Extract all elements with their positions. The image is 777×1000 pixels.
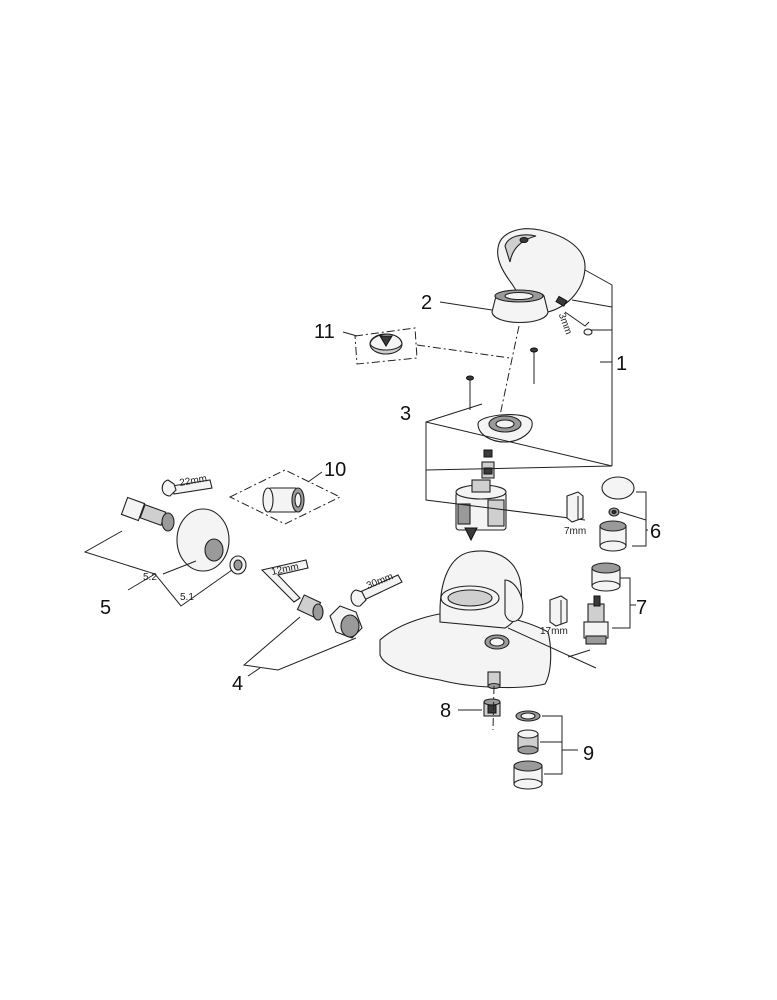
leader-1 xyxy=(584,269,613,466)
leader-10 xyxy=(307,471,323,483)
washer-5-1 xyxy=(229,555,247,575)
fixing-flange xyxy=(477,414,533,443)
cover-cap xyxy=(601,476,635,500)
hex-key-3mm-icon xyxy=(564,311,590,327)
centerline-spout xyxy=(492,685,495,731)
leader-6-screw xyxy=(619,511,647,521)
connector-box xyxy=(228,469,342,525)
spout-insert xyxy=(483,698,501,717)
aerator-insert xyxy=(517,729,539,755)
leader-11 xyxy=(342,331,358,337)
leader-3-screw xyxy=(437,403,483,419)
socket-7mm-icon xyxy=(566,491,584,523)
grub-screw xyxy=(555,295,568,307)
leader-4-link xyxy=(247,667,261,677)
diverter-cap xyxy=(591,562,621,592)
aerator-washer xyxy=(515,710,541,722)
callout-3: 3 xyxy=(400,403,411,425)
leader-6 xyxy=(632,491,647,547)
callout-5-1: 5.1 xyxy=(180,592,194,603)
callout-8: 8 xyxy=(440,700,451,722)
leader-7 xyxy=(612,577,631,629)
callout-6: 6 xyxy=(650,521,661,543)
cap-screw xyxy=(608,507,620,517)
centerline-upper xyxy=(498,325,520,421)
hex-key-size-label: 3mm xyxy=(556,312,574,337)
leader-3-frame xyxy=(425,417,586,521)
s-union xyxy=(120,496,175,532)
cartridge xyxy=(455,479,507,542)
escutcheon xyxy=(176,508,230,572)
callout-2: 2 xyxy=(421,292,432,314)
union-connector xyxy=(296,594,324,621)
hex-key-12mm-label: 12mm xyxy=(270,561,299,578)
callout-5-2: 5.2 xyxy=(143,572,157,583)
callout-5: 5 xyxy=(100,597,111,619)
spindle-adapter xyxy=(481,449,495,479)
leader-7-body xyxy=(507,627,597,669)
socket-17mm-label: 17mm xyxy=(540,626,568,637)
fixing-screws xyxy=(466,347,538,410)
spanner-30mm-icon xyxy=(350,574,403,607)
diverter-cartridge xyxy=(583,595,609,645)
spanner-22mm-icon xyxy=(161,479,213,497)
leader-5-link xyxy=(127,573,156,591)
callout-7: 7 xyxy=(636,597,647,619)
callout-9: 9 xyxy=(583,743,594,765)
leader-9 xyxy=(542,715,563,775)
leader-4 xyxy=(242,616,357,671)
mixer-body xyxy=(379,550,552,690)
spanner-22mm-label: 22mm xyxy=(179,473,208,489)
callout-11: 11 xyxy=(314,321,335,343)
leader-3-mid xyxy=(425,465,613,471)
union-nut xyxy=(329,605,363,639)
leader-7-body-b xyxy=(567,649,591,658)
aerator-housing xyxy=(513,760,543,790)
socket-7mm-label: 7mm xyxy=(564,526,586,537)
leader-2 xyxy=(439,301,493,311)
handle-adapter xyxy=(491,289,549,323)
leader-3-top xyxy=(425,421,613,467)
hex-key-12mm-icon xyxy=(260,559,309,603)
temperature-limiter-box xyxy=(354,327,418,365)
socket-17mm-icon xyxy=(549,595,568,627)
leader-5-2 xyxy=(162,560,197,575)
leader-11-centerline xyxy=(416,344,511,359)
callout-4: 4 xyxy=(232,673,243,695)
callout-1: 1 xyxy=(616,353,627,375)
callout-10: 10 xyxy=(324,459,346,481)
leader-1-b xyxy=(571,299,613,308)
cap-holder xyxy=(599,520,627,552)
